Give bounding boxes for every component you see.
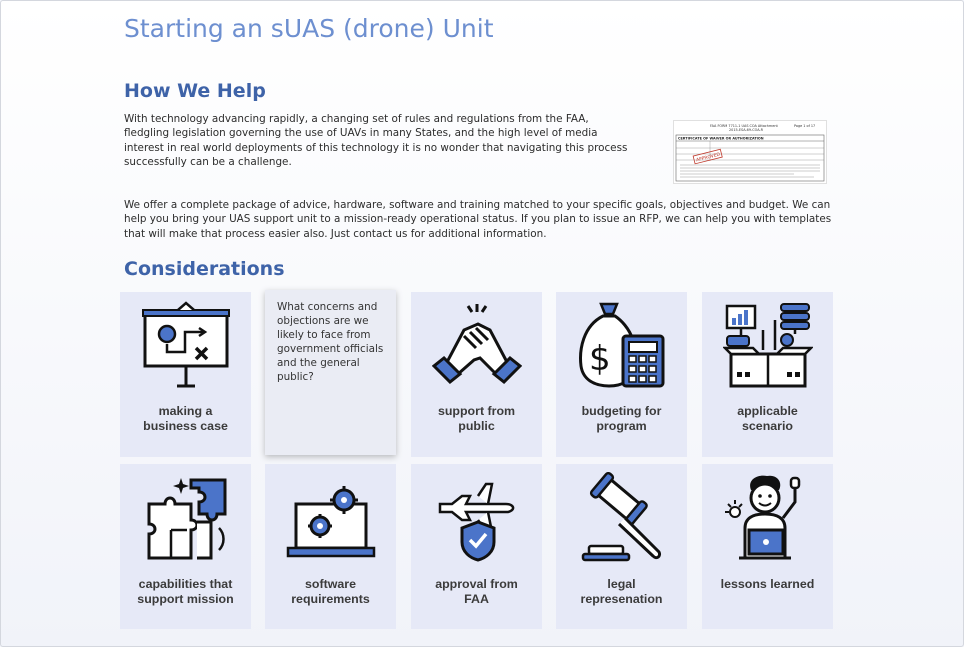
card-business-case[interactable]: making a business case: [120, 292, 251, 457]
card-label: making a business case: [143, 404, 228, 433]
card-faa-approval[interactable]: approval from FAA: [411, 464, 542, 629]
card-label: legal represenation: [580, 577, 663, 606]
card-lessons-learned[interactable]: lessons learned: [702, 464, 833, 629]
puzzle-icon: [147, 478, 227, 560]
card-label: capabilities that support mission: [137, 577, 234, 606]
card-public-concerns[interactable]: What concerns and objections are we like…: [265, 290, 396, 455]
card-label: support from public: [437, 404, 516, 433]
data-box-icon: [723, 303, 813, 388]
doc-header: CERTIFICATE OF WAIVER OR AUTHORIZATION: [678, 137, 764, 141]
card-applicable-scenario[interactable]: applicable scenario: [702, 292, 833, 457]
card-label: applicable scenario: [737, 404, 798, 433]
card-budgeting[interactable]: $ budgeting for program: [556, 292, 687, 457]
considerations-heading: Considerations: [124, 258, 285, 280]
how-we-help-heading: How We Help: [124, 80, 266, 102]
learner-laptop-icon: [725, 475, 801, 560]
card-label: software requirements: [291, 577, 370, 606]
card-label: lessons learned: [720, 577, 815, 591]
doc-line2: 2015-ESA-69-COA-R: [729, 128, 764, 132]
card-software-requirements[interactable]: software requirements: [265, 464, 396, 629]
gavel-icon: [581, 472, 661, 562]
card-label: budgeting for program: [581, 404, 662, 433]
how-we-help-paragraph-1: With technology advancing rapidly, a cha…: [124, 113, 628, 169]
laptop-gear-icon: [286, 486, 376, 558]
page-title: Starting an sUAS (drone) Unit: [124, 14, 494, 43]
card-capabilities[interactable]: capabilities that support mission: [120, 464, 251, 629]
doc-page: Page 1 of 17: [794, 124, 815, 128]
doc-line1: FAA FORM 7711-1 UAS COA Attachment: [710, 124, 778, 128]
handshake-icon: [432, 304, 522, 385]
how-we-help-paragraph-2: We offer a complete package of advice, h…: [124, 199, 832, 240]
card-label: approval from FAA: [435, 577, 518, 606]
money-calculator-icon: $: [579, 302, 665, 388]
card-support-from-public[interactable]: support from public: [411, 292, 542, 457]
card-description: What concerns and objections are we like…: [277, 301, 384, 383]
airplane-shield-icon: [438, 482, 515, 562]
waiver-document-thumbnail[interactable]: FAA FORM 7711-1 UAS COA Attachment 2015-…: [673, 120, 827, 184]
card-legal[interactable]: legal represenation: [556, 464, 687, 629]
presentation-board-icon: [142, 301, 230, 388]
svg-text:$: $: [589, 339, 611, 379]
doc-stamp: APPROVED: [696, 151, 722, 163]
